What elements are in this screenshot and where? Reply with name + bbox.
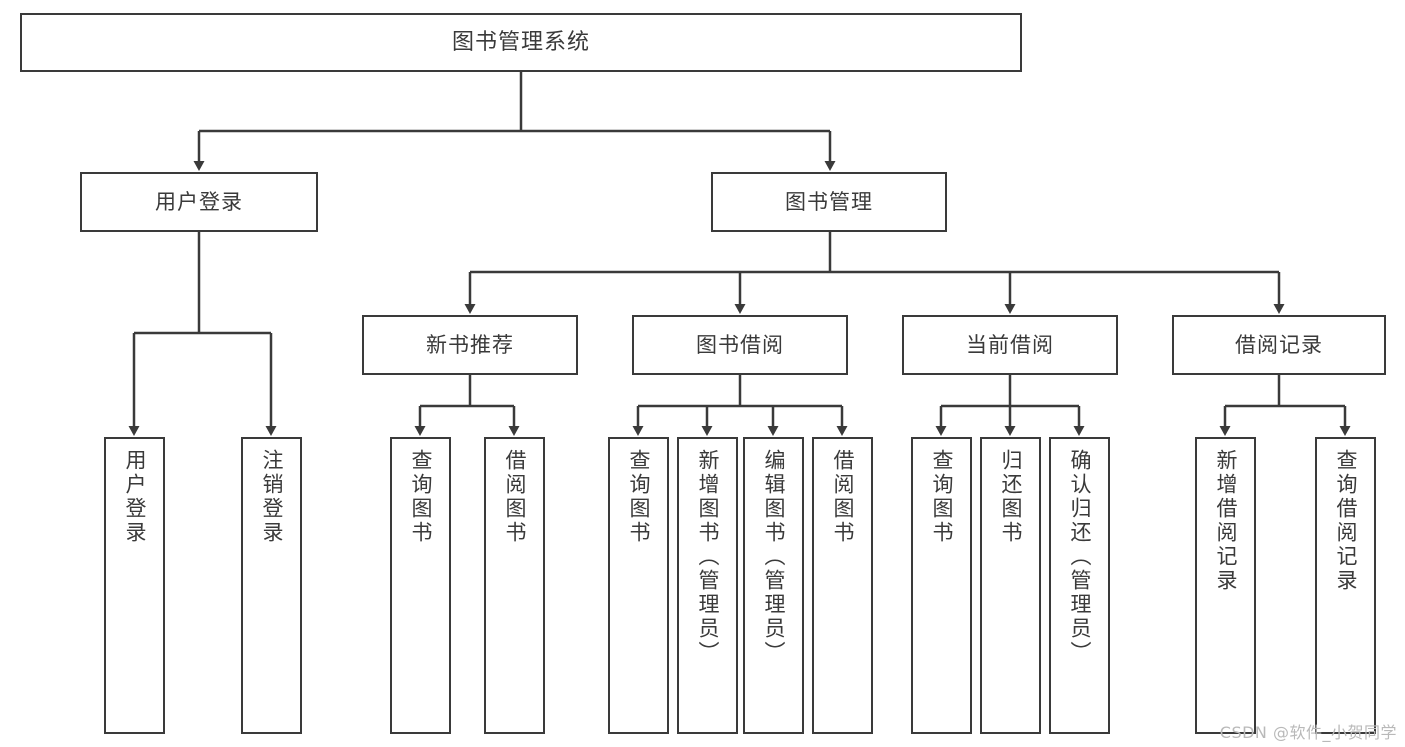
node-label: 图书管理系统 [451,29,590,55]
node-leaf-add-borrow-record[interactable]: 新增借阅记录 [1195,437,1256,734]
node-borrow-records[interactable]: 借阅记录 [1172,315,1386,375]
node-leaf-query-book-current[interactable]: 查询图书 [911,437,972,734]
node-label: 查询图书 [409,449,433,545]
node-current-borrowing[interactable]: 当前借阅 [902,315,1118,375]
node-book-management[interactable]: 图书管理 [711,172,947,232]
node-label: 查询借阅记录 [1334,449,1358,593]
node-label: 图书管理 [785,189,873,214]
node-user-login[interactable]: 用户登录 [80,172,318,232]
node-leaf-user-login[interactable]: 用户登录 [104,437,165,734]
node-label: 归还图书 [999,449,1023,545]
node-new-book-recommendation[interactable]: 新书推荐 [362,315,578,375]
node-leaf-confirm-return-admin[interactable]: 确认归还（管理员） [1049,437,1110,734]
node-leaf-add-book-admin[interactable]: 新增图书（管理员） [677,437,738,734]
node-label: 确认归还（管理员） [1068,449,1092,665]
node-leaf-query-book-borrow[interactable]: 查询图书 [608,437,669,734]
node-label: 借阅图书 [503,449,527,545]
node-label: 注销登录 [260,449,284,545]
node-label: 借阅图书 [831,449,855,545]
node-leaf-edit-book-admin[interactable]: 编辑图书（管理员） [743,437,804,734]
node-leaf-query-borrow-record[interactable]: 查询借阅记录 [1315,437,1376,734]
node-label: 新增借阅记录 [1214,449,1238,593]
node-label: 图书借阅 [696,332,784,357]
node-label: 用户登录 [123,449,147,545]
node-label: 用户登录 [155,189,243,214]
node-leaf-return-book[interactable]: 归还图书 [980,437,1041,734]
node-label: 当前借阅 [966,332,1054,357]
node-leaf-query-book-new[interactable]: 查询图书 [390,437,451,734]
node-label: 新增图书（管理员） [696,449,720,665]
node-book-borrowing[interactable]: 图书借阅 [632,315,848,375]
node-label: 编辑图书（管理员） [762,449,786,665]
node-label: 查询图书 [627,449,651,545]
node-label: 借阅记录 [1235,332,1323,357]
node-label: 新书推荐 [426,332,514,357]
node-label: 查询图书 [930,449,954,545]
node-leaf-borrow-book[interactable]: 借阅图书 [812,437,873,734]
csdn-watermark: CSDN @软件_小贺同学 [1219,723,1397,742]
node-leaf-logout[interactable]: 注销登录 [241,437,302,734]
node-leaf-borrow-book-new[interactable]: 借阅图书 [484,437,545,734]
node-root-book-management-system[interactable]: 图书管理系统 [20,13,1022,72]
